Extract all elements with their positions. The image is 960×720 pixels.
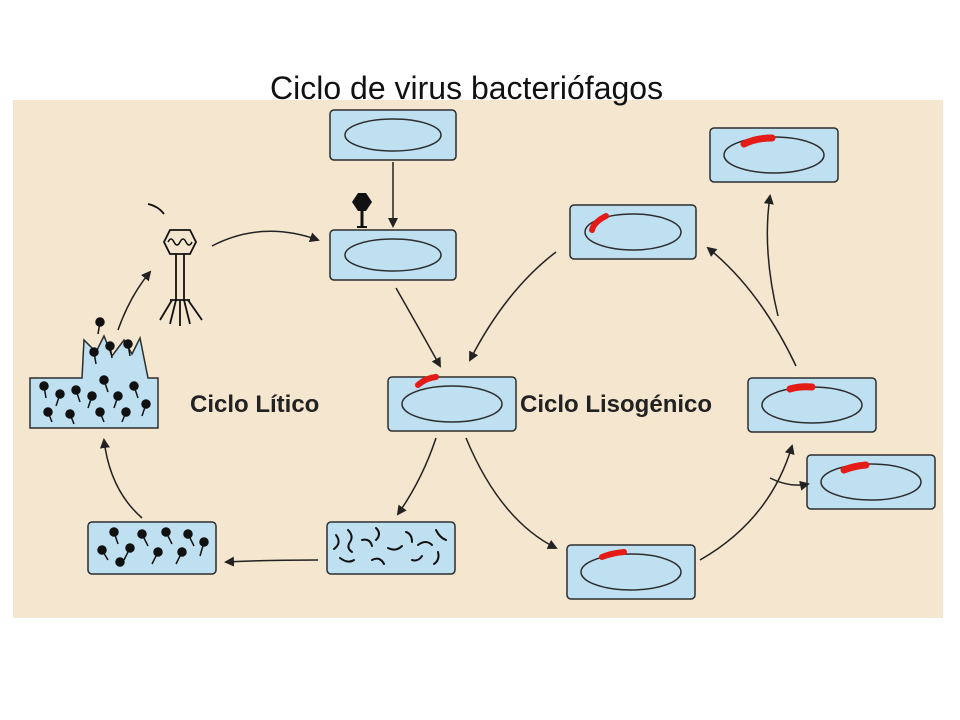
cell-prophage-bottom bbox=[566, 544, 696, 600]
arrow-induction bbox=[469, 251, 557, 362]
cell-prophage-top-right bbox=[709, 127, 839, 183]
cell-dna-replication bbox=[326, 521, 456, 575]
cell-phage-attachment bbox=[329, 229, 457, 281]
bacteriophage-icon bbox=[147, 203, 203, 326]
cell-lysis bbox=[29, 317, 159, 429]
cell-uninfected bbox=[329, 109, 457, 161]
label-lysogenic-cycle: Ciclo Lisogénico bbox=[520, 391, 712, 418]
arrow-to-top-right bbox=[763, 194, 779, 317]
arrow-division-up bbox=[706, 246, 797, 367]
arrow-replication bbox=[396, 437, 437, 516]
arrow-lysis bbox=[99, 438, 143, 519]
cycle-arrows bbox=[99, 162, 810, 567]
cell-infected-center bbox=[387, 374, 517, 432]
arrow-division-right bbox=[699, 444, 795, 561]
cell-prophage-upper-left bbox=[569, 204, 697, 260]
arrow-release bbox=[117, 270, 152, 331]
arrow-injection bbox=[395, 287, 441, 368]
arrow-to-lysogenic bbox=[465, 437, 558, 549]
cell-prophage-lower-right bbox=[806, 454, 936, 510]
cell-phage-assembly bbox=[87, 521, 217, 575]
cell-prophage-right bbox=[747, 377, 877, 433]
label-lytic-cycle: Ciclo Lítico bbox=[190, 391, 319, 418]
arrow-to-lower-right bbox=[769, 477, 810, 491]
arrow-phage-to-cell bbox=[211, 230, 320, 247]
arrow-assembly bbox=[224, 556, 319, 567]
attached-phage-icon bbox=[352, 193, 372, 228]
page-title: Ciclo de virus bacteriófagos bbox=[270, 70, 664, 106]
